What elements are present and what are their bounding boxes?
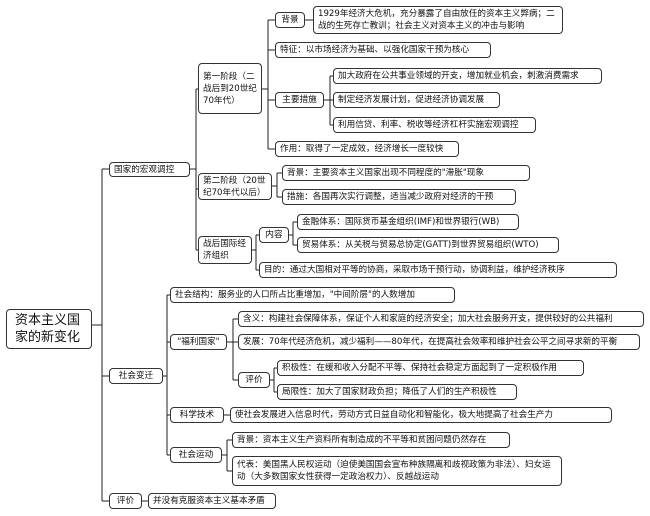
root-node: 资本主义国家的新变化 [6, 309, 92, 349]
macro-node: 国家的宏观调控 [109, 162, 190, 177]
connector-content [289, 221, 297, 246]
movement-representative: 代表：美国黑人民权运动（迫使美国国会宣布种族隔离和歧视政策为非法）、妇女运动（大… [232, 456, 562, 486]
stage1-measure-item: 制定经济发展计划，促进经济协调发展 [333, 92, 500, 108]
connector-stage2 [272, 172, 282, 198]
movement-background: 背景：资本主义生产资料所有制造成的不平等和贫困问题仍然存在 [232, 432, 510, 448]
stage1-measure-item: 加大政府在公共事业领域的开支，增加就业机会，刺激消费需求 [333, 68, 602, 84]
connector-society [163, 294, 170, 456]
welfare-eval-label: 评价 [238, 372, 270, 388]
connector-macro [190, 88, 198, 251]
tech-text: 使社会发展进入信息时代，劳动方式日益自动化和智能化，极大地提高了社会生产力 [230, 407, 612, 423]
welfare-development: 发展：70年代经济危机，减少福利——80年代，在提高社会效率和维护社会公平之间寻… [238, 334, 640, 350]
society-structure: 社会结构：服务业的人口所占比重增加，"中间阶层"的人数增加 [170, 287, 455, 303]
connector-eval [270, 367, 277, 393]
tech-node: 科学技术 [170, 407, 224, 423]
stage2-background: 背景：主要资本主义国家出现不同程度的"滞胀"现象 [282, 165, 530, 181]
welfare-positive: 积极性：在缓和收入分配不平等、保持社会稳定方面起到了一定积极作用 [277, 360, 584, 376]
connector-movement [222, 439, 232, 472]
stage1-background-text: 1929年经济大危机，充分暴露了自由放任的资本主义弊病；二战的生死存亡教训；社会… [313, 6, 563, 34]
evaluation-text: 并没有克服资本主义基本矛盾 [148, 493, 276, 509]
connector-welfare [227, 318, 238, 381]
evaluation-node: 评价 [109, 493, 142, 509]
society-node: 社会变迁 [109, 368, 163, 384]
connector-root [92, 168, 109, 502]
welfare-meaning: 含义：构建社会保障体系，保证个人和家庭的经济安全；加大社会服务开支，提供较好的公… [238, 311, 644, 327]
stage1-background-label: 背景 [275, 12, 305, 28]
stage1-node: 第一阶段（二战后到20世纪70年代） [198, 63, 262, 114]
stage1-measure-item: 利用信贷、利率、税收等经济杠杆实施宏观调控 [333, 117, 536, 133]
connector-intl [252, 234, 259, 271]
movement-node: 社会运动 [170, 447, 222, 463]
welfare-node: "福利国家" [170, 334, 227, 350]
stage1-effect: 作用：取得了一定成效，经济增长一度较快 [275, 141, 459, 157]
intl-purpose: 目的：通过大国相对平等的协商，采取市场干预行动，协调利益，维护经济秩序 [259, 262, 617, 278]
intl-content-label: 内容 [259, 227, 289, 243]
stage1-measures-label: 主要措施 [275, 92, 324, 108]
connector-measures [324, 75, 333, 126]
welfare-limit: 局限性：加大了国家财政负担；降低了人们的生产积极性 [277, 384, 517, 400]
stage1-feature: 特征：以市场经济为基础、以强化国家干预为核心 [275, 42, 491, 58]
connector-stage1 [262, 19, 275, 150]
stage2-node: 第二阶段（20世纪70年代以后） [198, 173, 272, 200]
intl-finance: 金融体系：国际货币基金组织(IMF)和世界银行(WB) [297, 214, 519, 230]
intl-trade: 贸易体系：从关税与贸易总协定(GATT)到世界贸易组织(WTO) [297, 237, 559, 253]
stage2-measures: 措施：各国再次实行调整，适当减少政府对经济的干预 [282, 189, 516, 205]
intl-org-node: 战后国际经济组织 [198, 236, 252, 264]
